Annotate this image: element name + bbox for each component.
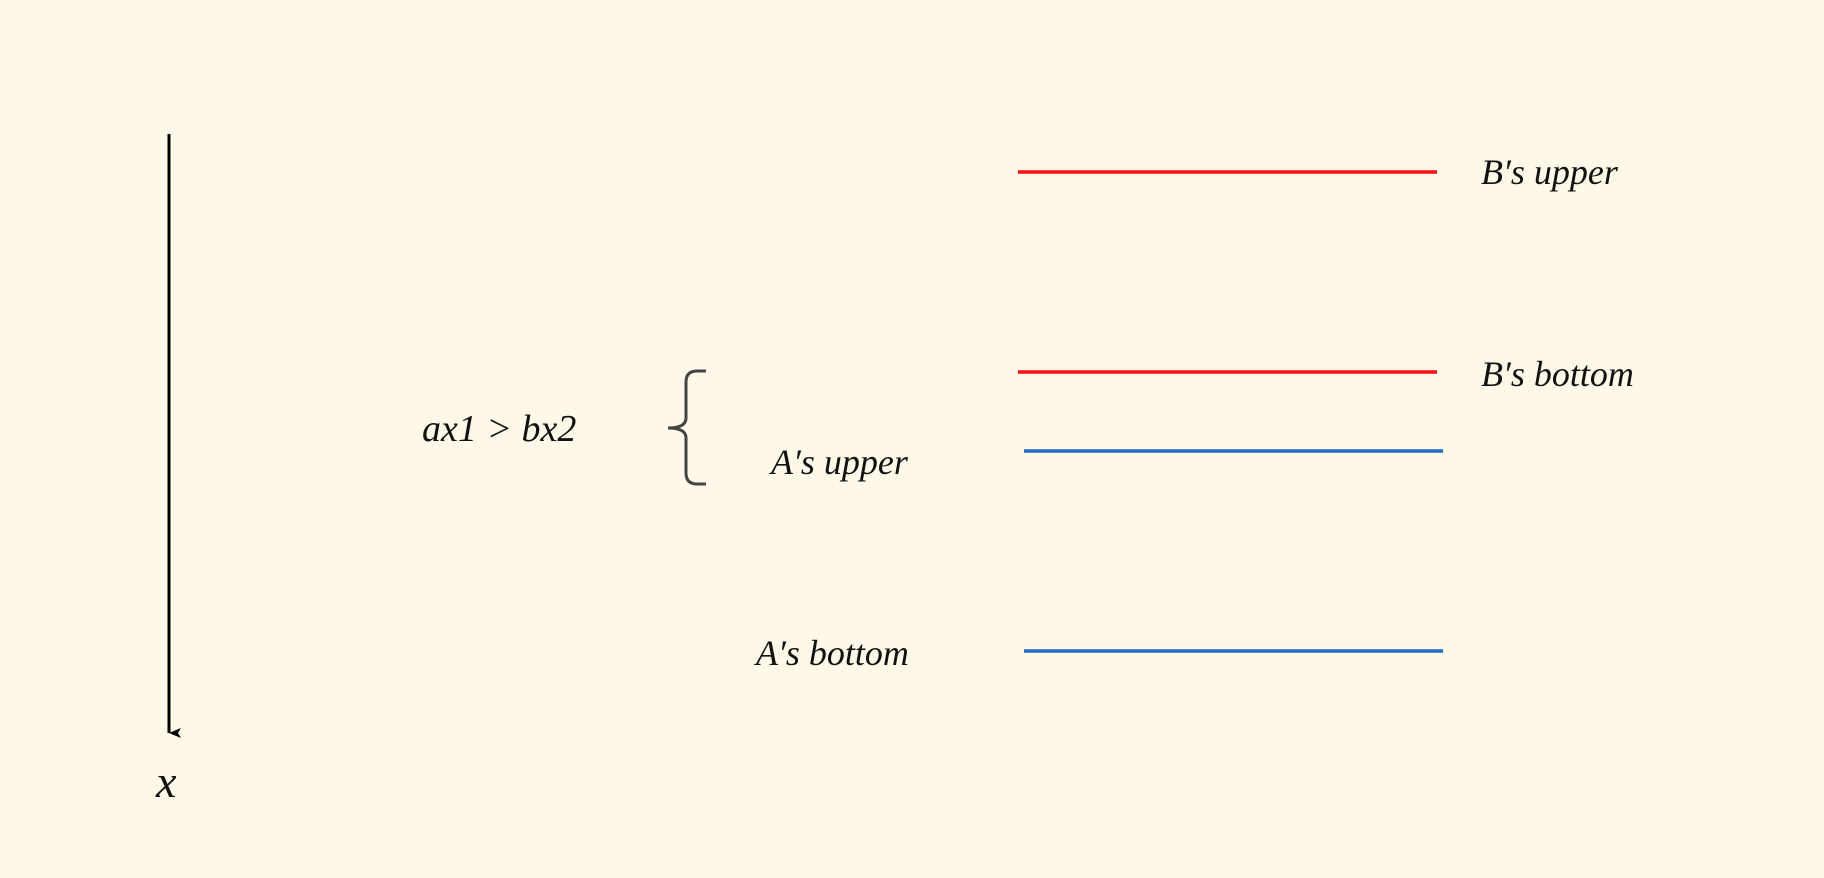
b-upper-label: B′s upper bbox=[1481, 152, 1618, 192]
b-bottom-label: B′s bottom bbox=[1481, 354, 1634, 394]
a-bottom-label: A′s bottom bbox=[756, 633, 909, 673]
x-axis-label: x bbox=[156, 756, 177, 807]
curly-brace bbox=[667, 369, 706, 486]
a-upper-label: A′s upper bbox=[771, 442, 908, 482]
condition-label: ax1 > bx2 bbox=[422, 408, 577, 450]
